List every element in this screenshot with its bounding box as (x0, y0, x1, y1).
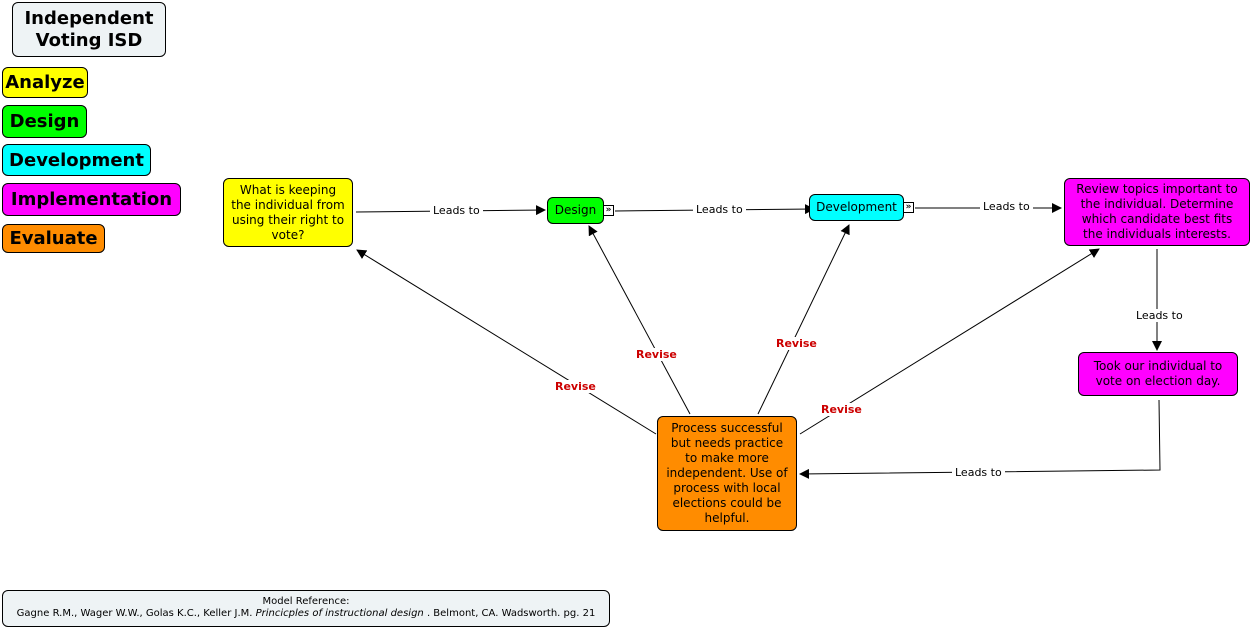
node-analyze-question[interactable]: What is keeping the individual from usin… (223, 178, 353, 247)
expand-design-icon[interactable]: » (603, 205, 614, 216)
edge-evaluate-development (757, 224, 850, 415)
reference-rest: . Belmont, CA. Wadsworth. pg. 21 (426, 608, 596, 619)
node-review-topics-text: Review topics important to the individua… (1076, 182, 1238, 241)
legend-analyze-label: Analyze (5, 72, 85, 93)
reference-book: Princicples of instructional design (255, 608, 424, 619)
legend-design-label: Design (9, 111, 80, 132)
legend-development: Development (2, 144, 151, 176)
reference-authors: Gagne R.M., Wager W.W., Golas K.C., Kell… (16, 608, 253, 619)
edge-took-evaluate (799, 399, 1161, 479)
node-analyze-question-text: What is keeping the individual from usin… (231, 182, 345, 242)
link-label-development-review: Leads to (980, 200, 1033, 213)
reference-citation: Gagne R.M., Wager W.W., Golas K.C., Kell… (3, 608, 609, 620)
expand-development-icon[interactable]: » (903, 202, 914, 213)
link-label-analyze-design: Leads to (430, 204, 483, 217)
legend-analyze: Analyze (2, 67, 88, 98)
revise-label-development: Revise (774, 337, 819, 350)
legend-implementation-label: Implementation (10, 189, 173, 210)
link-label-took-evaluate: Leads to (952, 466, 1005, 479)
node-took-to-vote-text: Took our individual to vote on election … (1093, 359, 1223, 388)
model-reference: Model Reference: Gagne R.M., Wager W.W.,… (2, 590, 610, 627)
node-took-to-vote[interactable]: Took our individual to vote on election … (1078, 352, 1238, 396)
legend-development-label: Development (9, 149, 144, 171)
node-review-topics[interactable]: Review topics important to the individua… (1064, 178, 1250, 246)
revise-label-analyze: Revise (553, 380, 598, 393)
link-label-design-development: Leads to (693, 203, 746, 216)
diagram-title: Independent Voting ISD (12, 2, 166, 57)
revise-label-design: Revise (634, 348, 679, 361)
reference-heading: Model Reference: (262, 596, 350, 607)
node-design[interactable]: Design (547, 197, 604, 224)
node-development[interactable]: Development (809, 194, 904, 221)
node-design-text: Design (554, 203, 597, 217)
legend-design: Design (2, 105, 87, 138)
edge-evaluate-analyze (356, 249, 657, 435)
revise-label-review: Revise (819, 403, 864, 416)
node-evaluate-text: Process successful but needs practice to… (666, 421, 788, 525)
diagram-title-text: Independent Voting ISD (24, 7, 154, 51)
link-label-review-took: Leads to (1133, 309, 1186, 322)
edge-evaluate-design (588, 225, 691, 415)
legend-implementation: Implementation (2, 183, 181, 216)
legend-evaluate: Evaluate (2, 224, 105, 253)
node-evaluate[interactable]: Process successful but needs practice to… (657, 416, 797, 531)
legend-evaluate-label: Evaluate (9, 228, 98, 249)
node-development-text: Development (816, 200, 897, 214)
